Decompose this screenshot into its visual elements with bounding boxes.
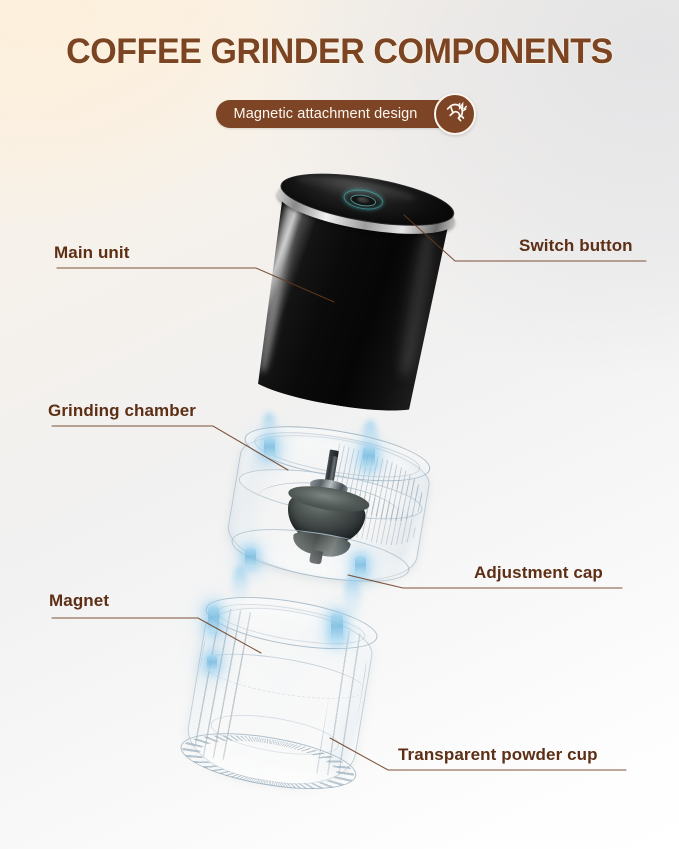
callout-label-powder-cup: Transparent powder cup bbox=[398, 745, 598, 764]
badge-container: Magnetic attachment design bbox=[0, 93, 679, 135]
callout-label-magnet: Magnet bbox=[49, 591, 110, 610]
callout-label-grinding-chamber: Grinding chamber bbox=[48, 401, 197, 420]
callout-label-main-unit: Main unit bbox=[54, 243, 130, 262]
magnetic-design-badge: Magnetic attachment design bbox=[215, 93, 477, 135]
magnet-icon bbox=[434, 93, 477, 135]
page-title: COFFEE GRINDER COMPONENTS bbox=[66, 32, 613, 71]
callout-label-adjustment-cap: Adjustment cap bbox=[474, 563, 603, 582]
badge-label: Magnetic attachment design bbox=[233, 106, 418, 122]
callout-label-switch-button: Switch button bbox=[519, 236, 633, 255]
